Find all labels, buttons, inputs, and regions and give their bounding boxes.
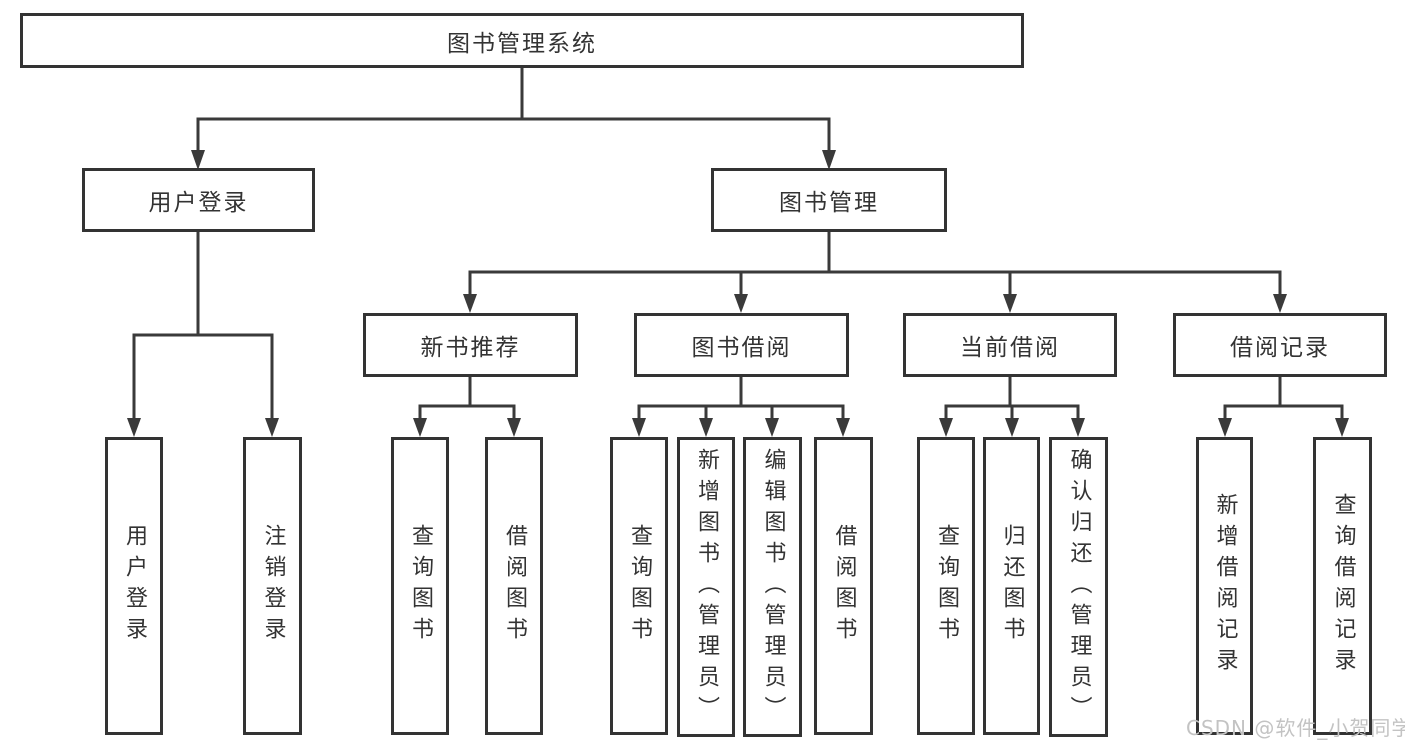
- leaf-current-confirm-return-admin: 确认归还（管理员）: [1049, 437, 1108, 737]
- leaf-borrowing-add-books-admin: 新增图书（管理员）: [677, 437, 735, 737]
- node-label: 新书推荐: [420, 335, 521, 361]
- leaf-borrowing-query-books: 查询图书: [610, 437, 668, 735]
- node-label: 查询借阅记录: [1330, 493, 1356, 679]
- node-label: 查询图书: [627, 524, 652, 648]
- node-book-management: 图书管理: [711, 168, 947, 232]
- leaf-user-login: 用户登录: [105, 437, 163, 735]
- leaf-current-query-books: 查询图书: [917, 437, 975, 735]
- node-label: 借阅图书: [831, 524, 857, 648]
- node-label: 新增图书（管理员）: [694, 447, 719, 727]
- leaf-records-query-borrow-record: 查询借阅记录: [1313, 437, 1372, 735]
- node-label: 编辑图书（管理员）: [760, 447, 786, 727]
- node-new-book-recommend: 新书推荐: [363, 313, 578, 377]
- node-root-system: 图书管理系统: [20, 13, 1024, 68]
- node-book-borrowing: 图书借阅: [634, 313, 849, 377]
- node-label: 图书管理系统: [447, 30, 597, 57]
- leaf-borrowing-edit-books-admin: 编辑图书（管理员）: [743, 437, 802, 737]
- leaf-borrowing-borrow-books: 借阅图书: [814, 437, 873, 735]
- node-current-borrowing: 当前借阅: [903, 313, 1117, 377]
- csdn-watermark: CSDN @软件_小贺同学: [1186, 716, 1405, 740]
- node-label: 用户登录: [148, 190, 249, 216]
- node-label: 当前借阅: [960, 335, 1060, 361]
- leaf-current-return-books: 归还图书: [983, 437, 1040, 735]
- node-label: 借阅记录: [1230, 335, 1330, 361]
- node-label: 用户登录: [122, 524, 147, 648]
- node-user-login: 用户登录: [82, 168, 315, 232]
- node-label: 归还图书: [999, 524, 1025, 648]
- node-borrowing-records: 借阅记录: [1173, 313, 1387, 377]
- leaf-logout: 注销登录: [243, 437, 302, 735]
- leaf-records-add-borrow-record: 新增借阅记录: [1196, 437, 1253, 735]
- node-label: 借阅图书: [502, 524, 527, 648]
- node-label: 查询图书: [408, 524, 433, 648]
- node-label: 查询图书: [934, 524, 959, 648]
- node-label: 新增借阅记录: [1212, 493, 1238, 679]
- node-label: 确认归还（管理员）: [1066, 447, 1092, 727]
- node-label: 注销登录: [260, 524, 286, 648]
- node-label: 图书管理: [779, 190, 879, 216]
- leaf-recommend-borrow-books: 借阅图书: [485, 437, 543, 735]
- node-label: 图书借阅: [691, 335, 792, 361]
- leaf-recommend-query-books: 查询图书: [391, 437, 449, 735]
